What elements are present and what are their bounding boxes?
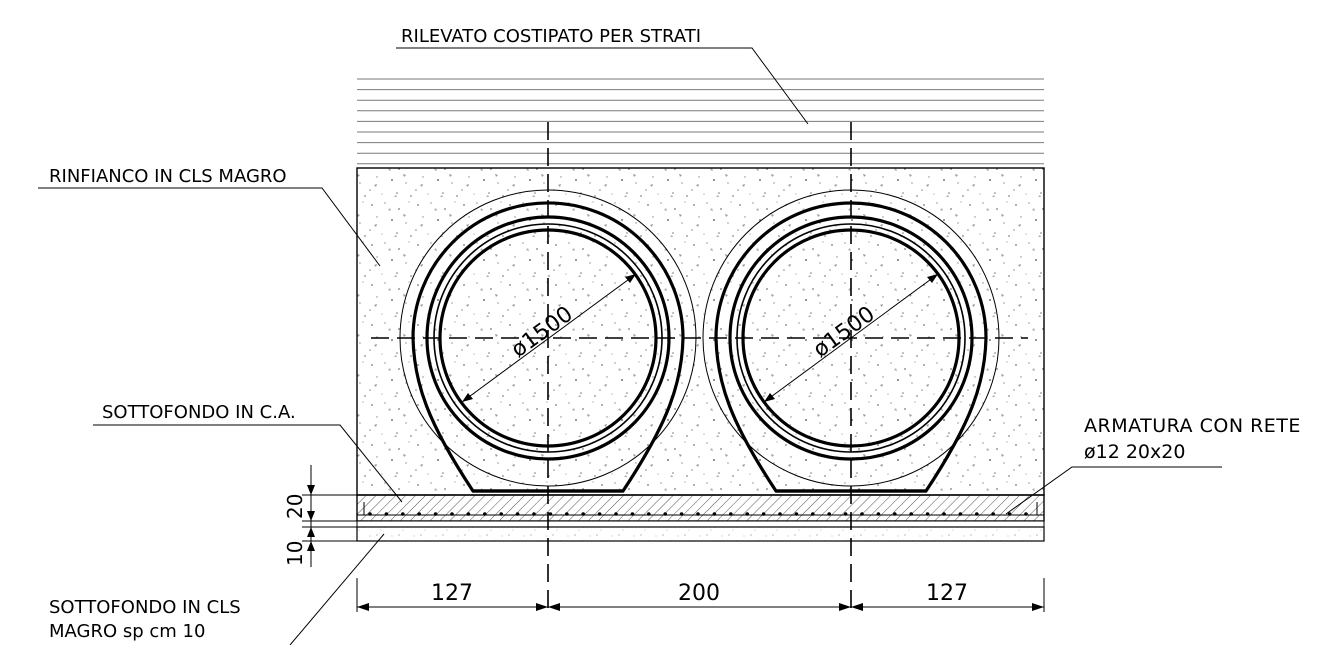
label-sottofondo-cls-line2: MAGRO sp cm 10 — [49, 621, 205, 642]
dim-horizontal-left: 127 — [431, 581, 473, 606]
rebar-dot — [712, 512, 717, 516]
label-rinfianco: RINFIANCO IN CLS MAGRO — [38, 166, 381, 267]
rebar-dot — [1007, 512, 1012, 516]
vertical-dimension: 20 10 — [283, 465, 357, 567]
label-armatura-line2: ø12 20x20 — [1084, 441, 1185, 463]
rebar-dot — [860, 512, 864, 516]
label-sottofondo-ca-text: SOTTOFONDO IN C.A. — [102, 402, 296, 423]
rebar-dot — [581, 512, 585, 516]
rebar-dot — [679, 512, 684, 516]
rebar-dot — [761, 512, 766, 516]
label-rinfianco-text: RINFIANCO IN CLS MAGRO — [49, 166, 287, 187]
rebar-dot — [384, 512, 389, 516]
rebar-dot — [663, 512, 667, 516]
rebar-dot — [597, 512, 602, 516]
rebar-dot — [909, 512, 913, 516]
pipe-body — [411, 201, 685, 493]
label-rilevato-text: RILEVATO COSTIPATO PER STRATI — [401, 26, 701, 47]
label-rilevato: RILEVATO COSTIPATO PER STRATI — [396, 26, 809, 125]
rebar-dot — [893, 512, 897, 516]
embankment-layers — [357, 78, 1044, 165]
rebar-dot — [647, 512, 651, 516]
label-armatura-line1: ARMATURA CON RETE — [1084, 415, 1301, 437]
rebar-dot — [417, 512, 422, 516]
rebar-dot — [548, 512, 553, 516]
rebar-dot — [1024, 512, 1028, 516]
rebar-dot — [401, 512, 405, 516]
rebar-dot — [958, 512, 963, 516]
haunch-concrete — [356, 167, 1045, 496]
rebar-dots — [368, 512, 1028, 516]
dim-vertical-20: 20 — [283, 494, 307, 519]
label-armatura: ARMATURA CON RETE ø12 20x20 — [1005, 415, 1301, 515]
rebar-dot — [729, 512, 733, 516]
label-sottofondo-cls-line1: SOTTOFONDO IN CLS — [49, 597, 241, 618]
pipe-body — [714, 201, 988, 493]
rebar-dot — [696, 512, 700, 516]
dim-vertical-10: 10 — [283, 541, 307, 566]
rebar-dot — [483, 512, 487, 516]
rebar-dot — [630, 512, 635, 516]
rebar-dot — [942, 512, 946, 516]
reinforced-base-slab — [356, 494, 1045, 522]
rebar-dot — [450, 512, 454, 516]
rebar-dot — [433, 512, 438, 516]
dim-horizontal-middle: 200 — [678, 581, 720, 606]
lean-sub-base — [356, 520, 1045, 528]
rebar-dot — [925, 512, 930, 516]
rebar-dot — [368, 512, 372, 516]
lean-sub-base-sand — [356, 526, 1045, 542]
rebar-dot — [614, 512, 618, 516]
rebar-dot — [876, 512, 881, 516]
rebar-dot — [745, 512, 749, 516]
diameter-arrow-right — [763, 273, 939, 403]
rebar-dot — [991, 512, 995, 516]
rebar-dot — [778, 512, 782, 516]
rebar-dot — [975, 512, 979, 516]
rebar-dot — [466, 512, 471, 516]
rebar-dot — [843, 512, 848, 516]
rebar-dot — [811, 512, 815, 516]
dim-horizontal-right: 127 — [926, 581, 968, 606]
rebar-dot — [794, 512, 799, 516]
rebar-dot — [515, 512, 520, 516]
rebar-dot — [499, 512, 504, 516]
rebar-dot — [565, 512, 569, 516]
label-sottofondo-ca: SOTTOFONDO IN C.A. — [93, 402, 403, 503]
rebar-dot — [827, 512, 831, 516]
label-sottofondo-cls: SOTTOFONDO IN CLS MAGRO sp cm 10 — [49, 533, 385, 645]
rebar-dot — [532, 512, 536, 516]
diameter-arrow-left — [461, 273, 637, 403]
horizontal-dimension: 127 200 127 — [356, 578, 1045, 612]
